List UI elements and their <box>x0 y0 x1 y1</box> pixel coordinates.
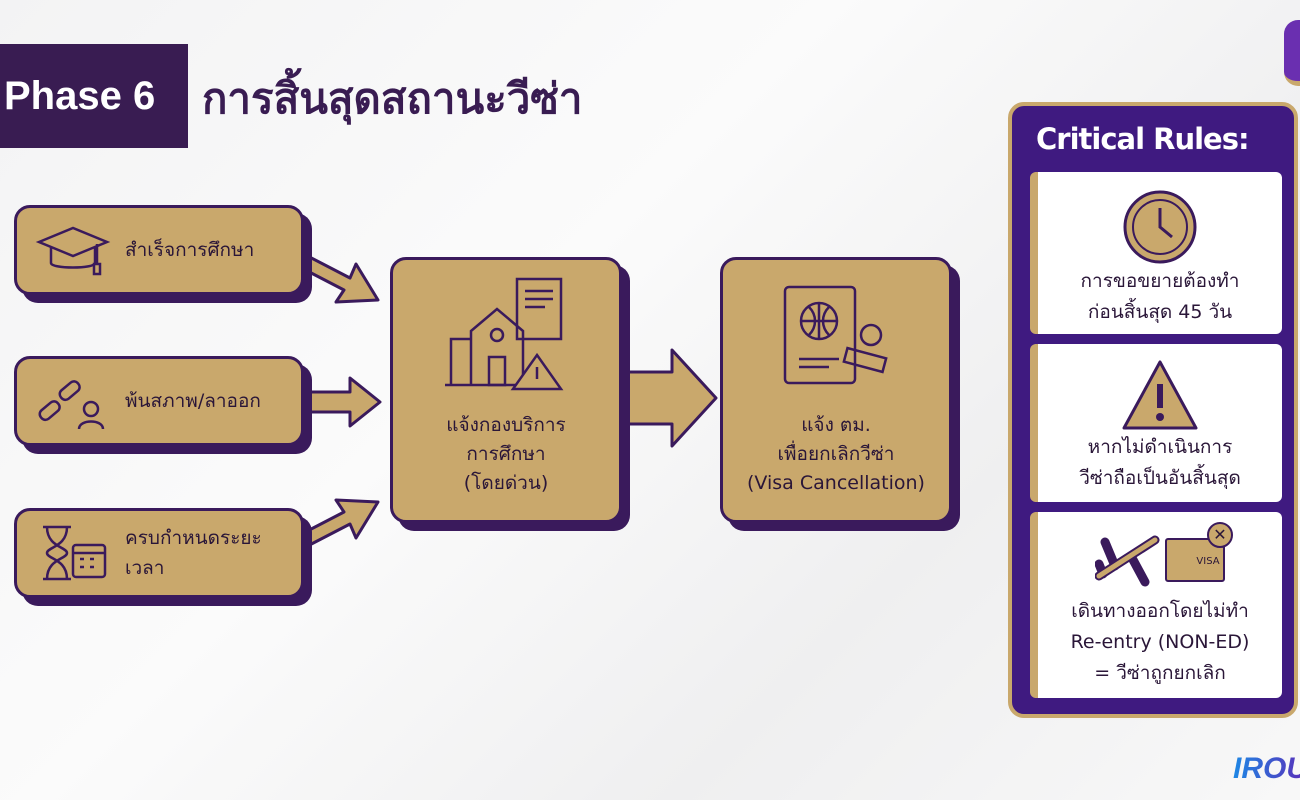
arrow-expired <box>288 498 380 554</box>
step-line: (Visa Cancellation) <box>747 472 925 494</box>
school-warning-icon <box>445 277 564 391</box>
rule-line: = วีซ่าถูกยกเลิก <box>1094 662 1226 684</box>
source-label: พ้นสภาพ/ลาออก <box>125 390 261 412</box>
rule-line: หากไม่ดำเนินการ <box>1087 436 1233 458</box>
step-line: (โดยด่วน) <box>463 472 549 494</box>
university-seal-logo <box>1284 20 1300 86</box>
visa-badge-text: VISA <box>1196 556 1220 567</box>
step-line: เพื่อยกเลิกวีซ่า <box>777 443 895 465</box>
clock-icon <box>1123 190 1197 264</box>
critical-rules-title: Critical Rules: <box>1036 122 1250 156</box>
step-line: แจ้งกองบริการ <box>446 414 566 436</box>
arrow-dismissed <box>298 376 382 428</box>
step-line: แจ้ง ตม. <box>801 414 871 436</box>
hourglass-calendar-icon <box>43 525 107 581</box>
step-notify-education-office: แจ้งกองบริการ การศึกษา (โดยด่วน) <box>390 257 622 523</box>
source-dismissed: พ้นสภาพ/ลาออก <box>14 356 304 446</box>
rule-line: Re-entry (NON-ED) <box>1070 631 1250 653</box>
source-expired: ครบกำหนดระยะเวลา <box>14 508 304 598</box>
critical-rules-panel: Critical Rules: การขอขยายต้องทำ ก่อนสิ้น… <box>1008 102 1298 718</box>
passport-stamp-icon <box>783 285 888 385</box>
cancel-x-icon: ✕ <box>1207 522 1233 548</box>
rule-extension-deadline: การขอขยายต้องทำ ก่อนสิ้นสุด 45 วัน <box>1030 172 1282 334</box>
source-label: ครบกำหนดระยะเวลา <box>125 527 262 579</box>
step-notify-immigration: แจ้ง ตม. เพื่อยกเลิกวีซ่า (Visa Cancella… <box>720 257 952 523</box>
step-line: การศึกษา <box>466 443 546 465</box>
rule-no-action: หากไม่ดำเนินการ วีซ่าถือเป็นอันสิ้นสุด <box>1030 344 1282 502</box>
phase-badge: Phase 6 <box>0 44 188 148</box>
warning-icon <box>1122 360 1198 430</box>
graduation-cap-icon <box>35 226 111 276</box>
rule-line: วีซ่าถือเป็นอันสิ้นสุด <box>1079 467 1241 489</box>
rule-line: เดินทางออกโดยไม่ทำ <box>1071 600 1249 622</box>
rule-line: การขอขยายต้องทำ <box>1080 270 1240 292</box>
visa-card-icon: VISA ✕ <box>1165 522 1233 582</box>
arrows-layer <box>288 248 718 554</box>
page-title: การสิ้นสุดสถานะวีซ่า <box>202 75 583 122</box>
arrow-to-immigration <box>618 348 718 448</box>
source-graduated: สำเร็จการศึกษา <box>14 205 304 295</box>
source-label: สำเร็จการศึกษา <box>125 239 255 261</box>
plane-icon <box>1095 535 1160 587</box>
rule-reentry: VISA ✕ เดินทางออกโดยไม่ทำ Re-entry (NON-… <box>1030 512 1282 698</box>
broken-chain-icon <box>38 380 105 430</box>
irou-logo: IROU <box>1233 752 1300 786</box>
rule-line: ก่อนสิ้นสุด 45 วัน <box>1087 301 1233 323</box>
